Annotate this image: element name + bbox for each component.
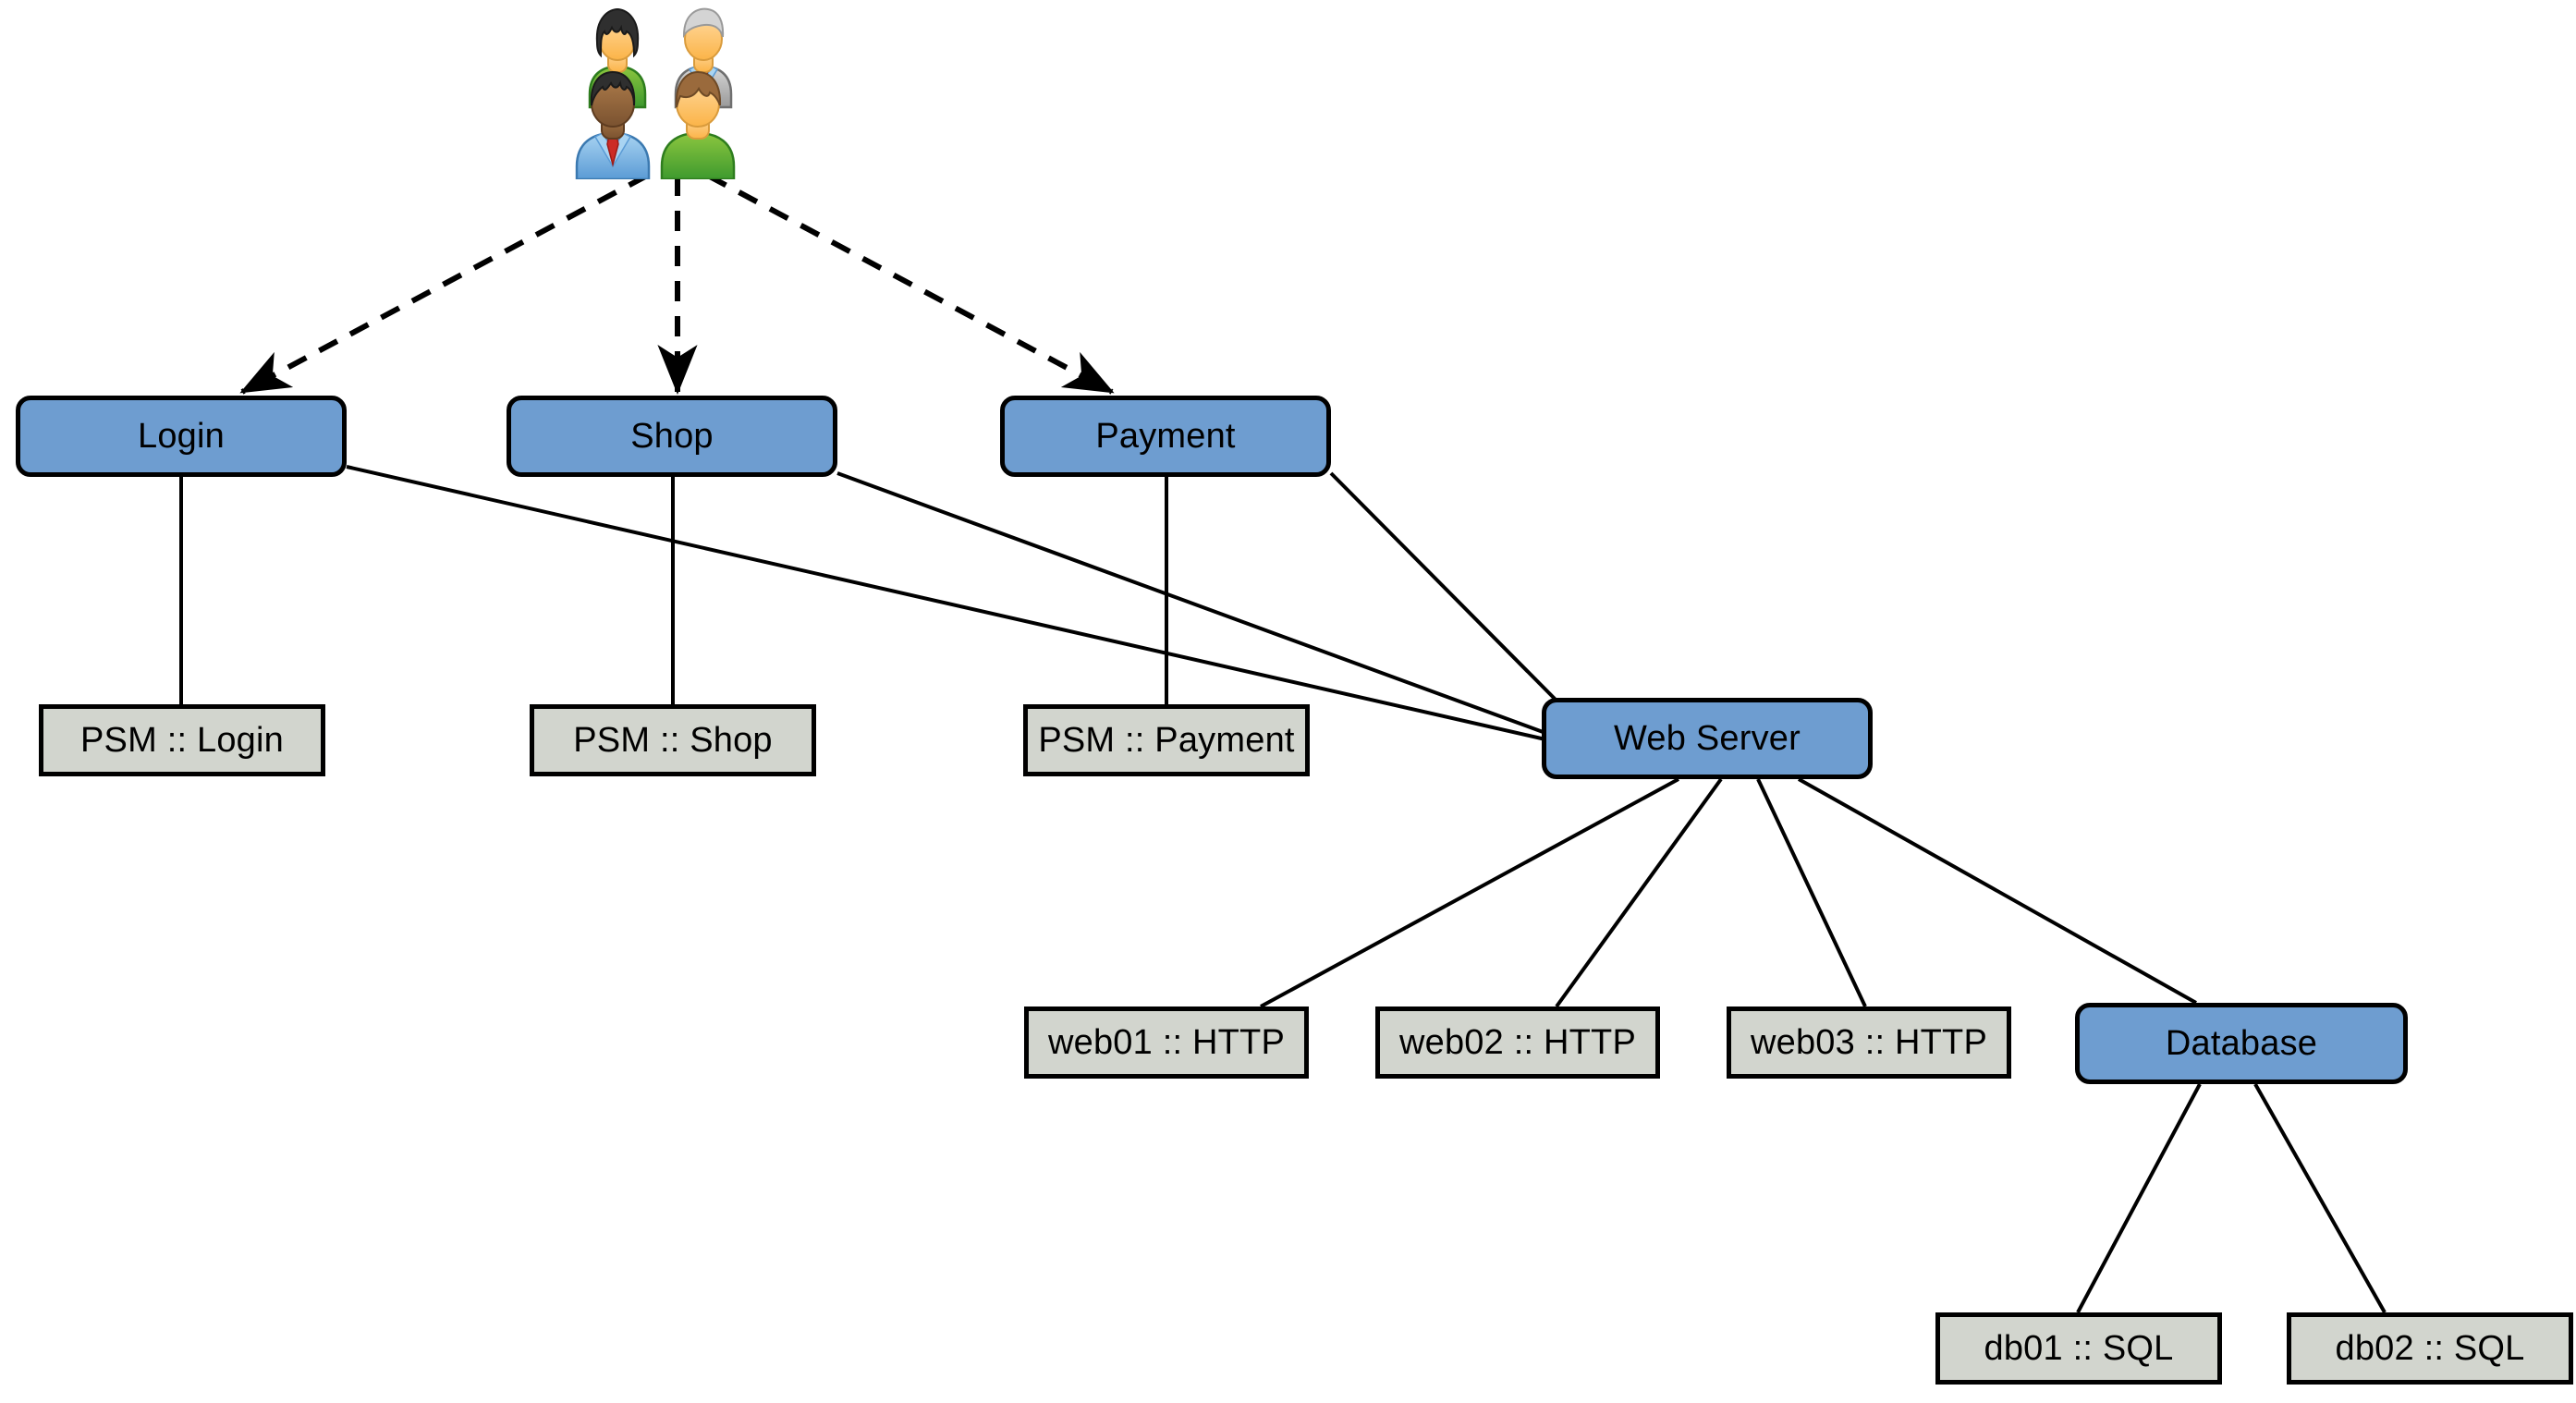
node-label-web02: web02 :: HTTP bbox=[1398, 1023, 1637, 1062]
edge-actors-to-payment bbox=[706, 173, 1115, 395]
node-db02[interactable]: db02 :: SQL bbox=[2287, 1312, 2573, 1385]
edge-webserver-to-database bbox=[1798, 777, 2197, 1005]
node-label-psm_shop: PSM :: Shop bbox=[573, 721, 773, 760]
edge-login-to-webserver bbox=[346, 465, 1546, 741]
user-group-icon bbox=[569, 2, 754, 179]
edge-webserver-to-web02 bbox=[1555, 777, 1723, 1008]
node-label-database: Database bbox=[2165, 1024, 2318, 1063]
node-shop[interactable]: Shop bbox=[507, 396, 837, 477]
edge-webserver-to-web01 bbox=[1260, 777, 1679, 1008]
edge-webserver-to-web03 bbox=[1756, 778, 1867, 1007]
node-label-shop: Shop bbox=[630, 417, 714, 456]
node-label-psm_payment: PSM :: Payment bbox=[1038, 721, 1295, 760]
edge-shop-to-webserver bbox=[836, 471, 1546, 735]
edge-database-to-db02 bbox=[2253, 1083, 2387, 1313]
node-web01[interactable]: web01 :: HTTP bbox=[1024, 1006, 1309, 1079]
node-label-payment: Payment bbox=[1095, 417, 1236, 456]
node-web03[interactable]: web03 :: HTTP bbox=[1727, 1006, 2011, 1079]
node-label-webserver: Web Server bbox=[1614, 719, 1801, 758]
node-label-web01: web01 :: HTTP bbox=[1047, 1023, 1286, 1062]
node-webserver[interactable]: Web Server bbox=[1542, 698, 1873, 779]
node-db01[interactable]: db01 :: SQL bbox=[1935, 1312, 2222, 1385]
node-label-db01: db01 :: SQL bbox=[1984, 1329, 2174, 1368]
node-login[interactable]: Login bbox=[16, 396, 347, 477]
node-label-db02: db02 :: SQL bbox=[2335, 1329, 2525, 1368]
edge-actors-to-login bbox=[239, 173, 649, 395]
edge-database-to-db01 bbox=[2076, 1083, 2202, 1313]
node-psm_login[interactable]: PSM :: Login bbox=[39, 704, 325, 776]
edge-payment-to-webserver bbox=[1329, 471, 1560, 704]
node-label-web03: web03 :: HTTP bbox=[1750, 1023, 1988, 1062]
node-psm_shop[interactable]: PSM :: Shop bbox=[530, 704, 816, 776]
node-web02[interactable]: web02 :: HTTP bbox=[1375, 1006, 1660, 1079]
node-psm_payment[interactable]: PSM :: Payment bbox=[1023, 704, 1310, 776]
node-label-psm_login: PSM :: Login bbox=[80, 721, 284, 760]
node-payment[interactable]: Payment bbox=[1000, 396, 1331, 477]
node-database[interactable]: Database bbox=[2075, 1003, 2408, 1084]
node-label-login: Login bbox=[138, 417, 225, 456]
